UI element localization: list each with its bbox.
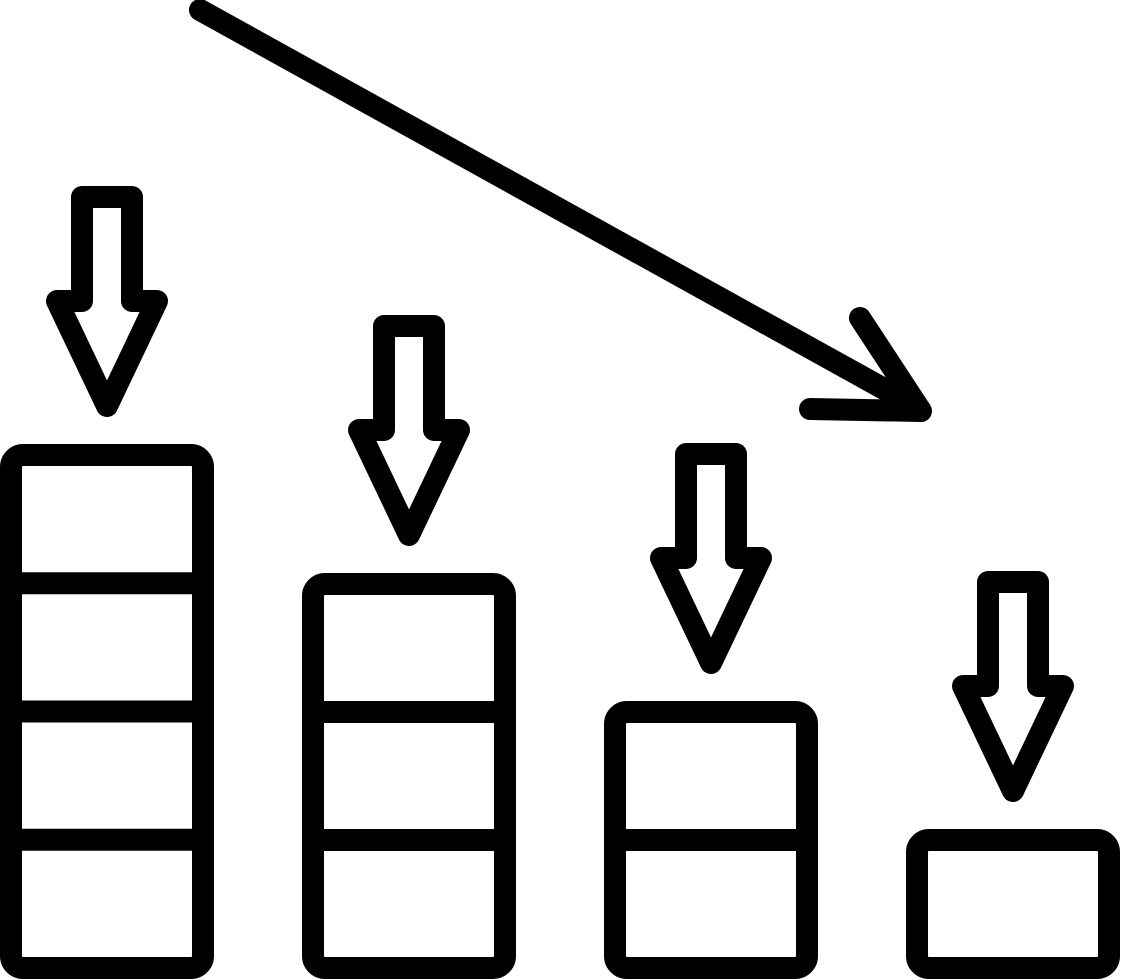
bar-2 bbox=[302, 573, 516, 979]
trend-line bbox=[189, 0, 915, 411]
down-arrow-icon-4 bbox=[952, 571, 1074, 802]
down-arrow-icon-3 bbox=[650, 443, 772, 674]
trend-arrowhead-icon bbox=[799, 307, 932, 422]
bar-4 bbox=[906, 829, 1120, 979]
down-arrow-icon-2 bbox=[348, 315, 470, 546]
down-arrow-icon-1 bbox=[46, 186, 168, 417]
